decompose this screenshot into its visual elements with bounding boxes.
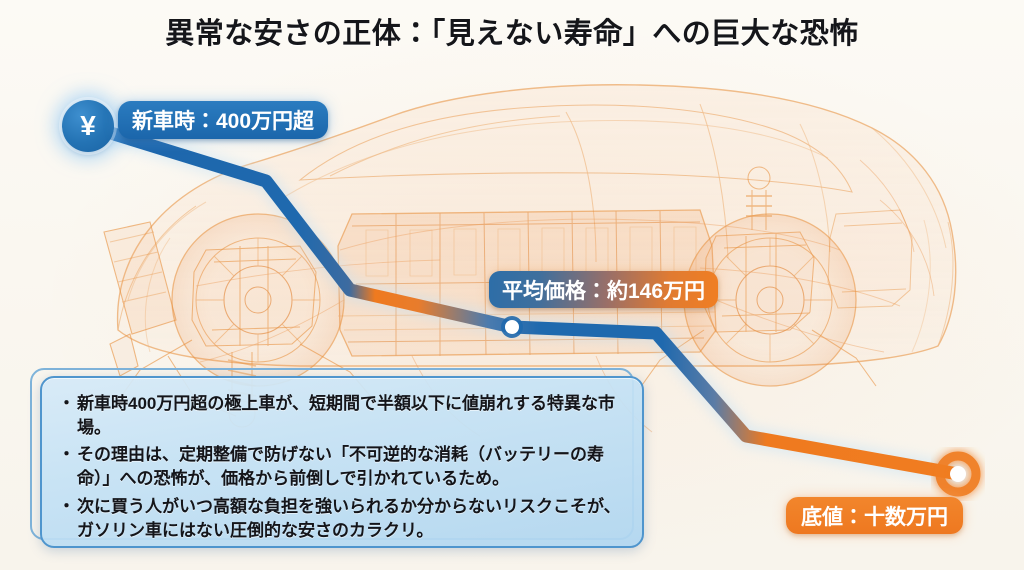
page-title: 異常な安さの正体：「見えない寿命」への巨大な恐怖 [165, 18, 859, 50]
label-bottom-price: 底値：十数万円 [786, 497, 963, 534]
bullet-marker: ・ [58, 496, 75, 516]
list-item-text: 新車時400万円超の極上車が、短期間で半額以下に値崩れする特異な市場。 [77, 394, 616, 438]
list-item-text: その理由は、定期整備で防げない「不可逆的な消耗（バッテリーの寿命）」への恐怖が、… [77, 445, 604, 489]
label-new-car-price: 新車時：400万円超 [118, 101, 329, 139]
list-item: ・ その理由は、定期整備で防げない「不可逆的な消耗（バッテリーの寿命）」への恐怖… [58, 443, 626, 491]
summary-info-box: ・ 新車時400万円超の極上車が、短期間で半額以下に値崩れする特異な市場。 ・ … [40, 376, 644, 548]
bullet-marker: ・ [58, 394, 75, 413]
endpoint-marker [935, 451, 981, 497]
yen-icon: ¥ [62, 100, 114, 152]
yen-glyph: ¥ [80, 110, 96, 141]
list-item: ・ 次に買う人がいつ高額な負担を強いられるか分からないリスクこそが、ガソリン車に… [58, 495, 626, 543]
list-item: ・ 新車時400万円超の極上車が、短期間で半額以下に値崩れする特異な市場。 [58, 392, 626, 440]
bullet-marker: ・ [58, 445, 75, 465]
label-average-price: 平均価格：約146万円 [489, 271, 719, 308]
list-item-text: 次に買う人がいつ高額な負担を強いられるか分からないリスクこそが、ガソリン車にはな… [77, 496, 621, 540]
midpoint-marker [501, 316, 523, 338]
